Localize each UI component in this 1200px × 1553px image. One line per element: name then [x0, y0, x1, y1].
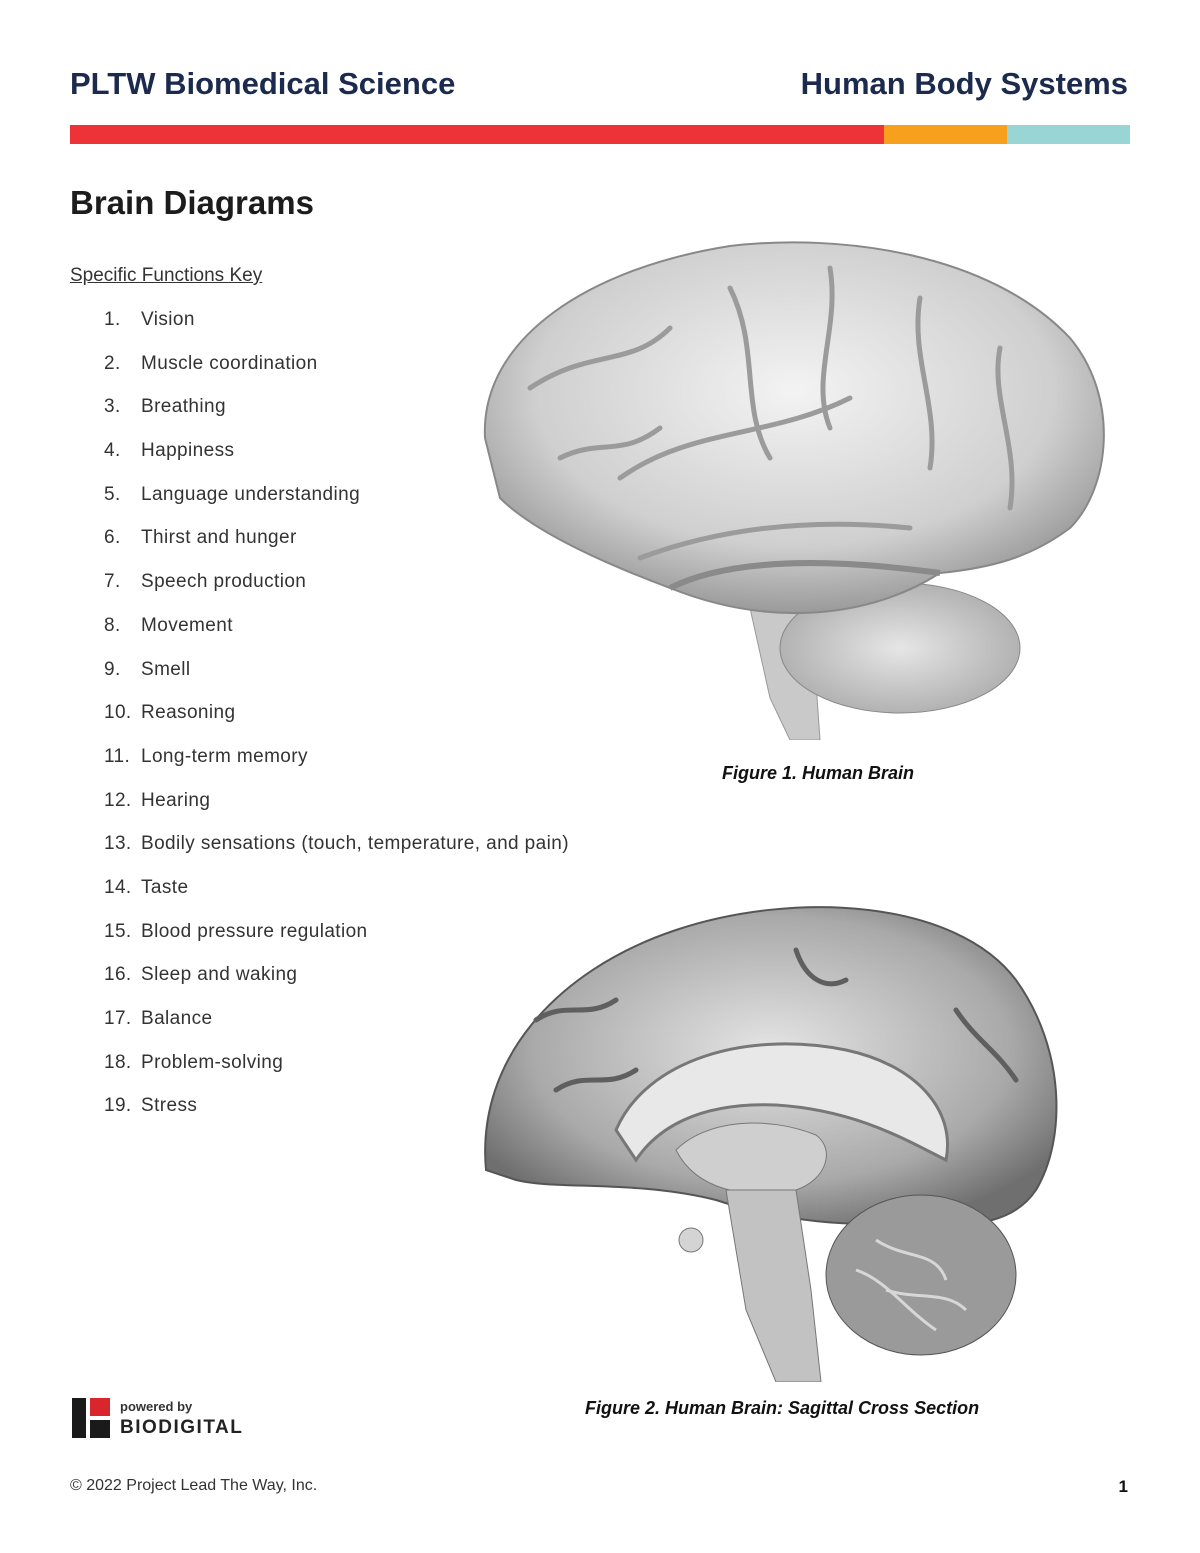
functions-key-item-number: 5. — [104, 483, 121, 505]
functions-key-item: 7. Speech production — [104, 571, 569, 615]
functions-key-item: 8. Movement — [104, 615, 569, 659]
functions-key-item-label: Taste — [141, 876, 189, 898]
functions-key-item-number: 3. — [104, 396, 121, 418]
logo-powered-by: powered by — [120, 1398, 193, 1414]
functions-key-item-number: 1. — [104, 309, 121, 330]
human-brain-lateral-image — [483, 241, 1105, 740]
functions-key-item-number: 11. — [104, 745, 131, 767]
color-bar-red — [70, 125, 884, 144]
functions-key-item: 10. Reasoning — [104, 702, 569, 746]
functions-key-item: 13. Bodily sensations (touch, temperature… — [104, 833, 569, 877]
functions-key-item-number: 16. — [104, 964, 132, 986]
functions-key-item-label: Breathing — [141, 396, 226, 418]
color-bar-orange — [884, 125, 1007, 144]
functions-key-item-number: 9. — [104, 658, 121, 680]
functions-key-item-label: Happiness — [141, 440, 235, 462]
functions-key-item-number: 10. — [104, 702, 132, 724]
header-unit-title: Human Body Systems — [800, 66, 1128, 101]
header-course-title: PLTW Biomedical Science — [70, 66, 456, 101]
functions-key-item: 4. Happiness — [104, 440, 569, 484]
page-number: 1 — [1118, 1477, 1128, 1496]
functions-key-item-number: 19. — [104, 1095, 132, 1117]
functions-key-item: 9. Smell — [104, 659, 569, 703]
functions-key-item: 12. Hearing — [104, 790, 569, 834]
functions-key-item-number: 13. — [104, 833, 132, 855]
functions-key-item-number: 6. — [104, 527, 121, 549]
functions-key-heading: Specific Functions Key — [70, 265, 263, 286]
human-brain-sagittal-image — [484, 906, 1058, 1382]
functions-key-item-label: Movement — [141, 614, 233, 636]
functions-key-item: 14. Taste — [104, 877, 569, 921]
functions-key-item-label: Smell — [141, 658, 191, 680]
functions-key-list: 1. Vision 2. Muscle coordination 3. Breathing… — [104, 309, 569, 1139]
functions-key-item: 17. Balance — [104, 1008, 569, 1052]
functions-key-item-number: 4. — [104, 440, 121, 462]
functions-key-item: 1. Vision — [104, 309, 569, 353]
functions-key-item-number: 12. — [104, 789, 132, 811]
functions-key-item-number: 8. — [104, 614, 121, 636]
functions-key-item-label: Stress — [141, 1095, 198, 1117]
functions-key-item-label: Thirst and hunger — [141, 527, 297, 549]
header-color-bar — [70, 125, 1130, 144]
functions-key-item-label: Reasoning — [141, 702, 236, 724]
functions-key-item: 5. Language understanding — [104, 484, 569, 528]
functions-key-item: 6. Thirst and hunger — [104, 527, 569, 571]
functions-key-item: 3. Breathing — [104, 396, 569, 440]
functions-key-item-number: 2. — [104, 352, 121, 374]
functions-key-item-number: 7. — [104, 571, 121, 593]
functions-key-item: 16. Sleep and waking — [104, 964, 569, 1008]
functions-key-item-label: Blood pressure regulation — [141, 920, 368, 942]
functions-key-item-label: Problem-solving — [141, 1051, 284, 1073]
functions-key-item-label: Bodily sensations (touch, temperature, a… — [141, 833, 569, 855]
functions-key-item-label: Vision — [141, 309, 195, 330]
biodigital-logo: powered by BIODIGITAL — [72, 1398, 243, 1438]
functions-key-item-label: Balance — [141, 1008, 213, 1029]
page-title: Brain Diagrams — [70, 184, 314, 221]
copyright-notice: © 2022 Project Lead The Way, Inc. — [70, 1477, 318, 1494]
functions-key-item-number: 15. — [104, 920, 132, 942]
functions-key-item-label: Sleep and waking — [141, 964, 298, 986]
logo-brand-name: BIODIGITAL — [120, 1416, 244, 1438]
biodigital-logo-icon — [72, 1398, 110, 1438]
functions-key-item-label: Hearing — [141, 789, 211, 811]
functions-key-item: 11. Long-term memory — [104, 746, 569, 790]
functions-key-item-label: Speech production — [141, 571, 307, 593]
functions-key-item-label: Language understanding — [141, 483, 361, 505]
functions-key-item-number: 14. — [104, 876, 132, 898]
functions-key-item-label: Muscle coordination — [141, 352, 318, 374]
functions-key-item: 15. Blood pressure regulation — [104, 921, 569, 965]
figure-1-caption: Figure 1. Human Brain — [722, 763, 915, 783]
functions-key-item: 18. Problem-solving — [104, 1052, 569, 1096]
functions-key-item: 2. Muscle coordination — [104, 353, 569, 397]
functions-key-item: 19. Stress — [104, 1095, 569, 1139]
functions-key-item-number: 18. — [104, 1051, 132, 1073]
functions-key-item-number: 17. — [104, 1008, 132, 1029]
functions-key-item-label: Long-term memory — [141, 745, 308, 767]
color-bar-teal — [1007, 125, 1130, 144]
figure-2-caption: Figure 2. Human Brain: Sagittal Cross Se… — [585, 1398, 980, 1418]
